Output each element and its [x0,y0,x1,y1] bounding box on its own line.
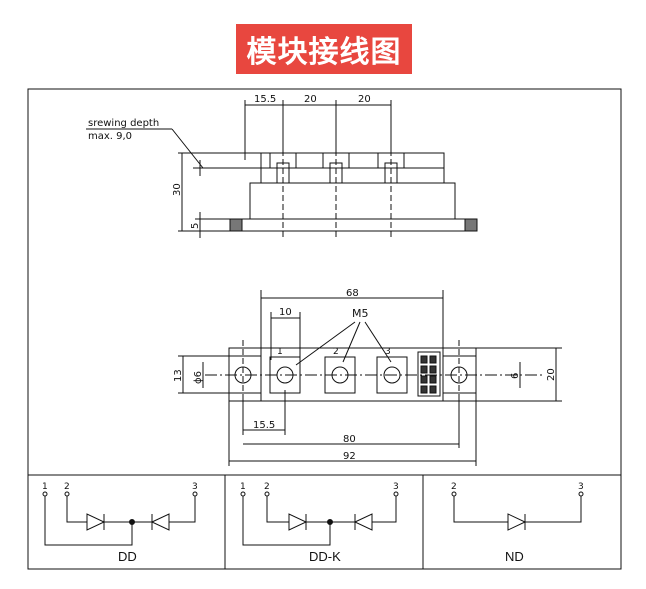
circuit-name-nd: ND [505,549,524,564]
circuit-dd: 1 2 3 DD [42,482,198,564]
dim-top-pitch: 10 [279,307,292,318]
top-pin-2: 2 [333,347,339,357]
dd-pin-3: 3 [192,482,198,492]
circuit-name-dd: DD [118,549,137,564]
top-pin-1: 1 [277,347,283,357]
dim-top-total: 68 [346,288,359,299]
drawing-frame [27,88,622,570]
dd-pin-2: 2 [64,482,70,492]
dd-pin-1: 1 [42,482,48,492]
nd-pin-2: 2 [451,482,457,492]
dim-top-hole: ϕ6 [193,371,204,384]
top-view: 68 10 M5 1 2 3 [173,288,562,466]
dim-top-right-gap: 6 [510,373,521,379]
ddk-pin-2: 2 [264,482,270,492]
note-max-depth: max. 9,0 [88,131,132,142]
top-pin-3: 3 [385,347,391,357]
ddk-pin-3: 3 [393,482,399,492]
dim-top-offset: 15.5 [253,420,275,431]
dim-side-c: 20 [358,94,371,105]
circuit-name-ddk: DD-K [309,549,341,564]
nd-pin-3: 3 [578,482,584,492]
side-view: 15.5 20 20 srewing depth max. 9,0 30 5 [86,94,478,240]
dim-side-base: 5 [190,223,201,229]
label-m5: M5 [352,307,369,320]
dim-top-body: 13 [173,369,184,382]
dim-side-height: 30 [172,183,183,196]
dim-side-a: 15.5 [254,94,276,105]
page-title: 模块接线图 [246,35,402,70]
title-banner: 模块接线图 [236,24,412,74]
dim-top-right-height: 20 [546,368,557,381]
dim-top-width-inner: 80 [343,434,356,445]
note-screw-depth: srewing depth [88,118,159,129]
circuit-nd: 2 3 ND [451,482,584,564]
dim-side-b: 20 [304,94,317,105]
circuit-ddk: 1 2 3 DD-K [240,482,399,564]
dim-top-width-outer: 92 [343,451,356,462]
ddk-pin-1: 1 [240,482,246,492]
